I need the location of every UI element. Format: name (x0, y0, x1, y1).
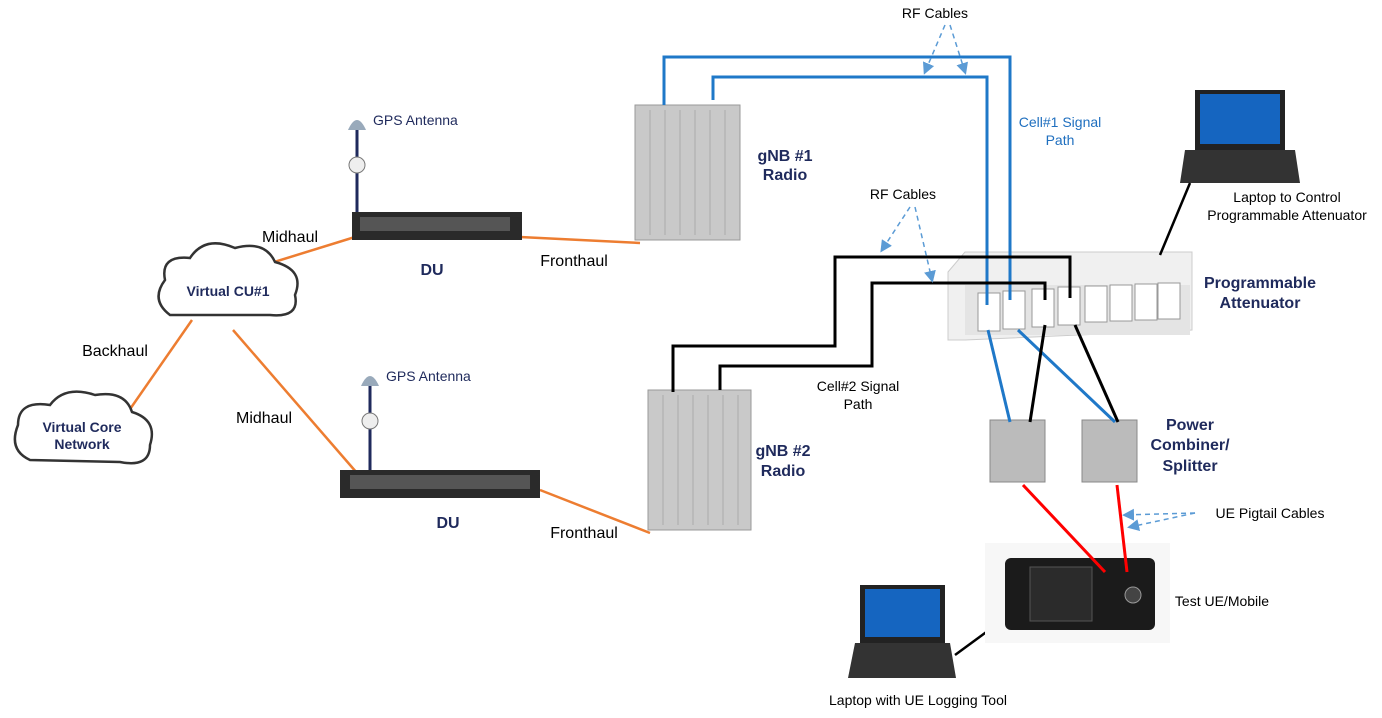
gps-antenna-label: GPS Antenna (373, 112, 458, 128)
du-2-server (340, 470, 540, 498)
gnb-1-radio (634, 104, 741, 241)
power-combiner-2 (1081, 419, 1138, 483)
gps-antenna-2 (361, 376, 379, 470)
control-laptop (1180, 90, 1300, 183)
cu-label: Virtual CU#1 (187, 283, 270, 299)
svg-text:Attenuator: Attenuator (1220, 295, 1301, 312)
cell1-cable-a (662, 55, 1012, 300)
control-laptop-label: Laptop to Control (1233, 189, 1340, 205)
cell2-cable-a (671, 255, 1072, 392)
svg-text:Combiner/: Combiner/ (1150, 437, 1230, 454)
gnb2-label: gNB #2 (755, 443, 810, 460)
rf-cables-label: RF Cables (902, 5, 968, 21)
gps-antenna-1 (348, 120, 366, 212)
core-label: Virtual Core (42, 419, 121, 435)
svg-text:Network: Network (54, 436, 109, 452)
ue-pigtail-1 (1021, 483, 1107, 574)
midhaul-label: Midhaul (262, 229, 318, 246)
rf-cables (662, 55, 1129, 574)
logging-laptop-label: Laptop with UE Logging Tool (829, 692, 1007, 708)
cell1-cable-b (711, 75, 989, 305)
fronthaul-label: Fronthaul (550, 525, 618, 542)
combiner-label: Power (1166, 417, 1214, 434)
svg-text:Splitter: Splitter (1162, 458, 1217, 475)
pigtail-label: UE Pigtail Cables (1216, 505, 1325, 521)
ue-label: Test UE/Mobile (1175, 593, 1269, 609)
control-laptop-cable (1158, 182, 1192, 256)
test-ue-mobile (985, 543, 1170, 643)
backhaul-link (126, 319, 194, 413)
power-combiner-1 (989, 419, 1046, 483)
cell1-path-label: Cell#1 Signal (1019, 114, 1102, 130)
gps-antenna-label: GPS Antenna (386, 368, 471, 384)
attenuator-label: Programmable (1204, 275, 1316, 292)
virtual-core-cloud (13, 390, 154, 465)
du1-label: DU (420, 262, 443, 279)
fronthaul-1-link (519, 235, 641, 245)
svg-text:Programmable Attenuator: Programmable Attenuator (1207, 207, 1367, 223)
backhaul-label: Backhaul (82, 343, 148, 360)
midhaul-label: Midhaul (236, 410, 292, 427)
callout-arrows (880, 24, 1196, 531)
du-1-server (352, 212, 522, 240)
svg-text:Radio: Radio (763, 167, 808, 184)
midhaul-2-link (232, 329, 371, 489)
logging-laptop (848, 585, 956, 678)
svg-text:Path: Path (844, 396, 873, 412)
fronthaul-label: Fronthaul (540, 253, 608, 270)
cell2-path-label: Cell#2 Signal (817, 378, 900, 394)
svg-text:Radio: Radio (761, 463, 806, 480)
du2-label: DU (436, 515, 459, 532)
svg-text:Path: Path (1046, 132, 1075, 148)
gnb-2-radio (647, 389, 752, 531)
cell2-cable-b (718, 281, 1047, 390)
fronthaul-2-link (539, 488, 651, 535)
labels: RF Cables RF Cables Cell#1 Signal Path C… (42, 5, 1367, 708)
ue-pigtail-2 (1115, 484, 1129, 573)
gnb1-label: gNB #1 (757, 148, 812, 165)
rf-cables-label: RF Cables (870, 186, 936, 202)
virtual-cu-cloud (157, 242, 299, 317)
